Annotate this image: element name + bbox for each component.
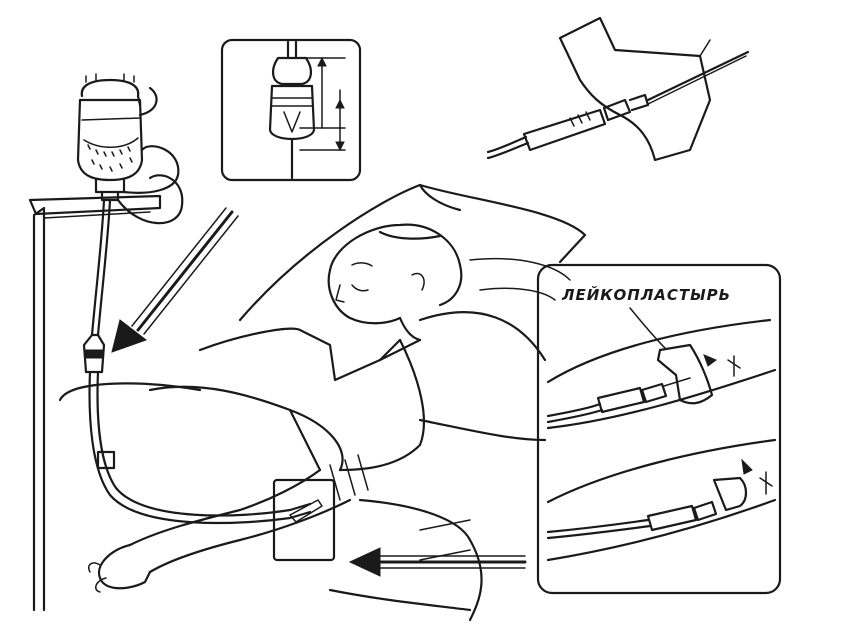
iv-tubing [82, 198, 312, 525]
inset-drip-chamber [220, 38, 362, 182]
label-adhesive-plaster: ЛЕЙКОПЛАСТЫРЬ [561, 285, 731, 304]
arrow-to-drip-chamber [111, 207, 239, 353]
iv-bottle [76, 73, 184, 225]
patient [88, 223, 463, 593]
inset-fixation: ЛЕЙКОПЛАСТЫРЬ [536, 263, 782, 595]
iv-stand [28, 194, 162, 612]
arrow-to-injection-site [348, 547, 527, 577]
bed [58, 183, 587, 622]
injection-site-frame [272, 478, 336, 562]
inset-needle [486, 16, 750, 162]
